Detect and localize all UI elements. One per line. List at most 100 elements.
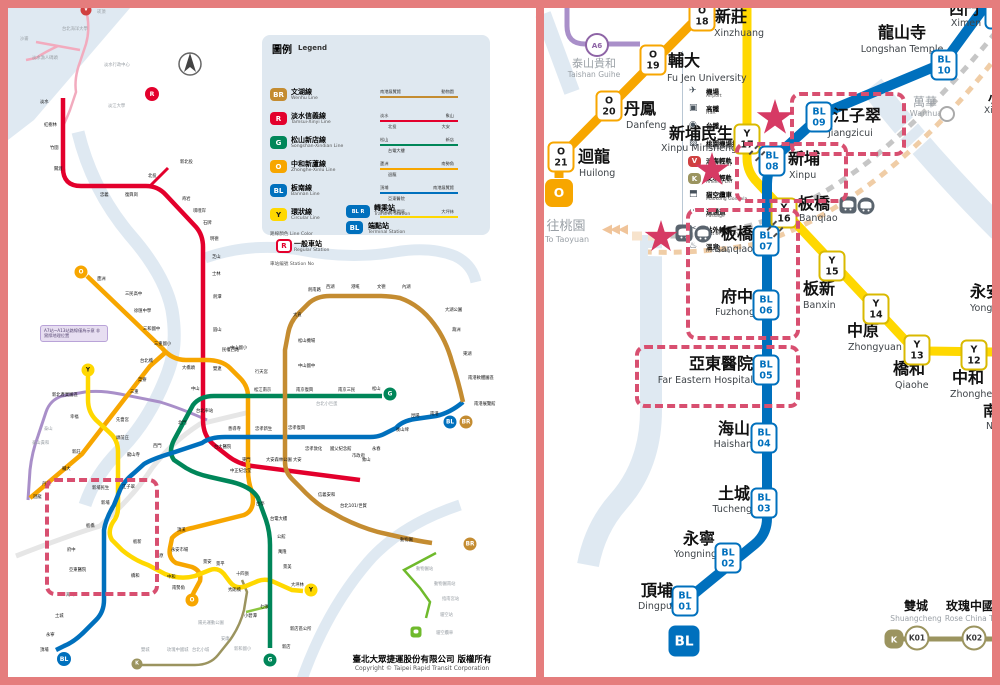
station-badge-BL11: BL11: [984, 0, 1000, 30]
right-map-label: Far Eastern Hospital: [657, 375, 753, 386]
right-map-label: Qiaohe: [895, 380, 929, 391]
circle-badge-A6: A6: [585, 33, 609, 57]
left-map-station-label: 劍南路: [308, 288, 321, 293]
legend-transfer-station-icon: BL R: [346, 205, 370, 218]
left-map-station-label: 板橋: [86, 524, 95, 529]
left-map-station-label: 石牌: [203, 221, 212, 226]
legend-symbol-zh: 淡海輕軌: [706, 156, 732, 165]
legend-symbol-zh: 站外轉乘: [706, 225, 732, 234]
legend-symbol-en: Maokong Gondola: [706, 197, 748, 203]
left-map-station-label: 行天宮: [255, 370, 268, 375]
legend-mini-terminus: 淡水: [380, 113, 389, 118]
legend-mini-line: [380, 216, 458, 219]
danhai-lrt-line: [61, 13, 90, 127]
legend-mini-terminus: 象山: [445, 113, 454, 118]
legend-symbol-K: K: [688, 173, 701, 184]
airport-mrt-line-right: [564, 6, 640, 47]
left-map-station-label: 復興崗: [125, 193, 138, 198]
left-map-station-label: 雙城: [141, 648, 150, 653]
legend-line-name-zh: 松山新店線: [291, 136, 326, 144]
left-map-station-label: 淡水漁人碼頭: [32, 56, 58, 61]
circle-badge-station: [939, 106, 955, 122]
left-map-station-label: 南京復興: [296, 388, 314, 393]
star-marker-2: [694, 152, 730, 185]
left-map-station-label: 土城: [55, 614, 64, 619]
right-map-label: To Taoyuan: [544, 235, 590, 244]
songshan-xindian-line: [168, 393, 382, 648]
right-map-label: Banqiao: [714, 244, 753, 255]
right-map-label: Banxin: [803, 300, 836, 311]
right-map-label: Yonga: [970, 303, 999, 314]
left-map-station-label: 後山埤: [396, 428, 409, 433]
tra-railway-left: [15, 409, 251, 559]
left-map-station-label: 信義安和: [318, 493, 336, 498]
highlight-dashed-box-5: [45, 478, 159, 596]
left-map-station-label: 指南宮站: [442, 597, 460, 602]
left-line-badge-BL: BL: [443, 415, 457, 429]
left-map-station-label: 松山: [372, 387, 381, 392]
left-map-station-label: 大坪林: [291, 583, 304, 588]
right-map-label: Fu Jen University: [667, 73, 747, 84]
legend-mini-terminus: 動物園: [441, 89, 454, 94]
legend-symbol-V: V: [688, 155, 701, 167]
right-map-label: Ximen: [950, 18, 982, 29]
legend-symbol-en: Airport: [706, 94, 722, 99]
compass-needle: [184, 53, 196, 72]
left-map-station-label: 永春: [372, 447, 381, 452]
river-xindian: [294, 499, 462, 685]
left-map-station-label: 大橋頭: [182, 366, 195, 371]
right-map-label: Zhongyuan: [848, 342, 902, 353]
left-map-station-label: 永安市場: [171, 548, 189, 553]
left-line-badge-Y: Y: [81, 363, 95, 377]
right-terminus-badge-K: K: [884, 629, 904, 649]
left-map-station-label: 景平: [216, 562, 225, 567]
left-map-station-label: 唭哩岸: [193, 209, 206, 214]
left-map-station-label: 港墘: [351, 285, 360, 290]
left-map-station-label: 新埔民生: [92, 486, 110, 491]
left-line-badge-O: O: [185, 593, 199, 607]
legend-symbol-zh: 溫泉: [706, 242, 719, 251]
legend-mini-terminus: 大坪林: [441, 209, 454, 214]
left-map-station-label: 台北海洋大學: [62, 27, 88, 32]
legend-symbol-en: Passage: [706, 214, 725, 220]
legend-mini-line: [380, 96, 458, 99]
legend-symbol-zh: 貓空纜車: [706, 191, 732, 200]
left-map-station-label: 三重國小: [154, 342, 172, 347]
legend-station-type-zh: 端點站: [368, 222, 389, 230]
left-map-station-label: 淡江大學: [108, 104, 126, 109]
left-map-station-label: 松江南京: [254, 388, 272, 393]
left-map-station-label: 頂溪: [177, 528, 186, 533]
left-map-station-label: 貓空站: [440, 613, 453, 618]
highlight-dashed-box-1: [790, 92, 906, 156]
right-map-label: 南: [983, 402, 999, 420]
legend-symbol-zh: 高鐵: [706, 105, 719, 114]
left-line-badge-R: R: [145, 87, 159, 101]
left-map-station-label: 關渡: [54, 167, 63, 172]
legend-symbol-gondola-icon: ⬒: [689, 189, 698, 200]
left-map-station-label: 中山國中: [298, 364, 316, 369]
legend-mini-terminus: 亞東醫院: [388, 196, 405, 201]
right-map-label: Jiangzicui: [828, 128, 873, 139]
left-map-station-label: 圓山: [213, 328, 222, 333]
left-map-station-label: 台北車站: [196, 409, 214, 414]
legend-symbol-zh: 連通道: [706, 208, 726, 217]
legend-badge-BR: BR: [270, 88, 287, 101]
legend-mini-terminus: 蘆洲: [380, 161, 389, 166]
left-map-station-label: 板新: [133, 540, 142, 545]
left-map-station-label: 新北產業園區: [52, 393, 78, 398]
right-map-label: 板橋: [720, 224, 753, 243]
legend-mini-line: [380, 168, 458, 171]
left-map-station-label: 三民高中: [125, 292, 143, 297]
right-map-label: Danfeng: [626, 120, 667, 131]
right-map-label: 板新: [803, 279, 836, 298]
legend-mini-terminus: 迴龍: [388, 172, 397, 177]
left-map-station-label: 崁頂: [97, 10, 106, 15]
right-map-label: 西門: [948, 0, 980, 18]
right-map-label: 永寧: [682, 529, 715, 548]
left-map-station-label: 新和國小: [234, 647, 252, 652]
tra-icon: [694, 225, 712, 243]
